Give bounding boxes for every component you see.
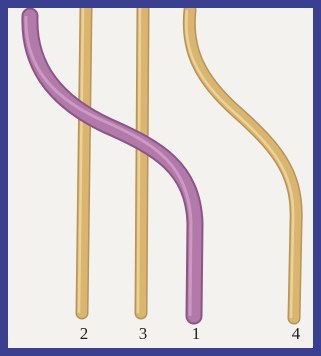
braid-diagram xyxy=(8,8,313,348)
strand-label-4: 4 xyxy=(286,324,306,344)
strand-3 xyxy=(138,8,143,313)
strand-1 xyxy=(26,16,195,316)
strand-label-2: 2 xyxy=(74,324,94,344)
strand-label-1: 1 xyxy=(186,324,206,344)
strand-2 xyxy=(79,8,86,313)
diagram-panel: 2 3 1 4 xyxy=(8,8,313,348)
strand-label-3: 3 xyxy=(133,324,153,344)
